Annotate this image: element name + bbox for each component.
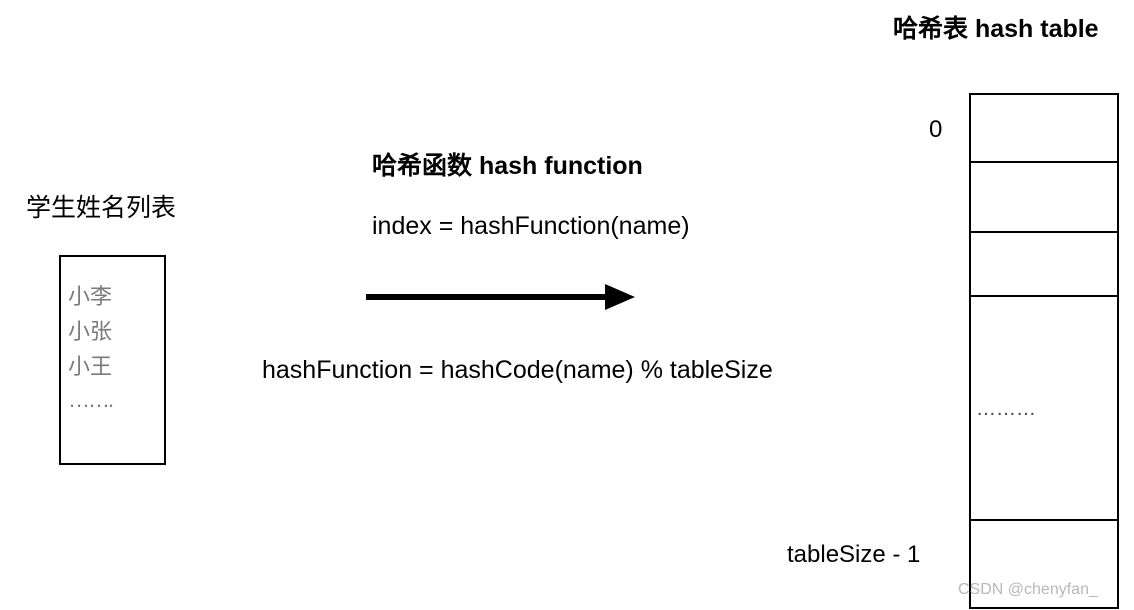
first-index-label: 0 <box>929 116 943 143</box>
last-index-label: tableSize - 1 <box>787 541 921 568</box>
student-list-box: 小李 小张 小王 ……. <box>59 255 166 465</box>
watermark: CSDN @chenyfan_ <box>958 581 1098 598</box>
student-name-item: 小王 <box>68 354 113 379</box>
student-name-item: 小张 <box>68 319 113 344</box>
hash-table-ellipsis: ……… <box>976 398 1036 420</box>
index-expression: index = hashFunction(name) <box>372 212 690 240</box>
mapping-arrow <box>366 284 635 310</box>
hash-table-title: 哈希表 hash table <box>893 15 1099 43</box>
student-name-item: 小李 <box>68 284 113 309</box>
student-list-title: 学生姓名列表 <box>26 194 177 222</box>
hash-table-border <box>969 93 1119 609</box>
hash-function-definition: hashFunction = hashCode(name) % tableSiz… <box>262 356 773 384</box>
arrow-head <box>605 284 635 310</box>
hash-function-title: 哈希函数 hash function <box>372 152 643 180</box>
hash-table <box>969 93 1119 609</box>
student-list-ellipsis: ……. <box>68 387 114 412</box>
